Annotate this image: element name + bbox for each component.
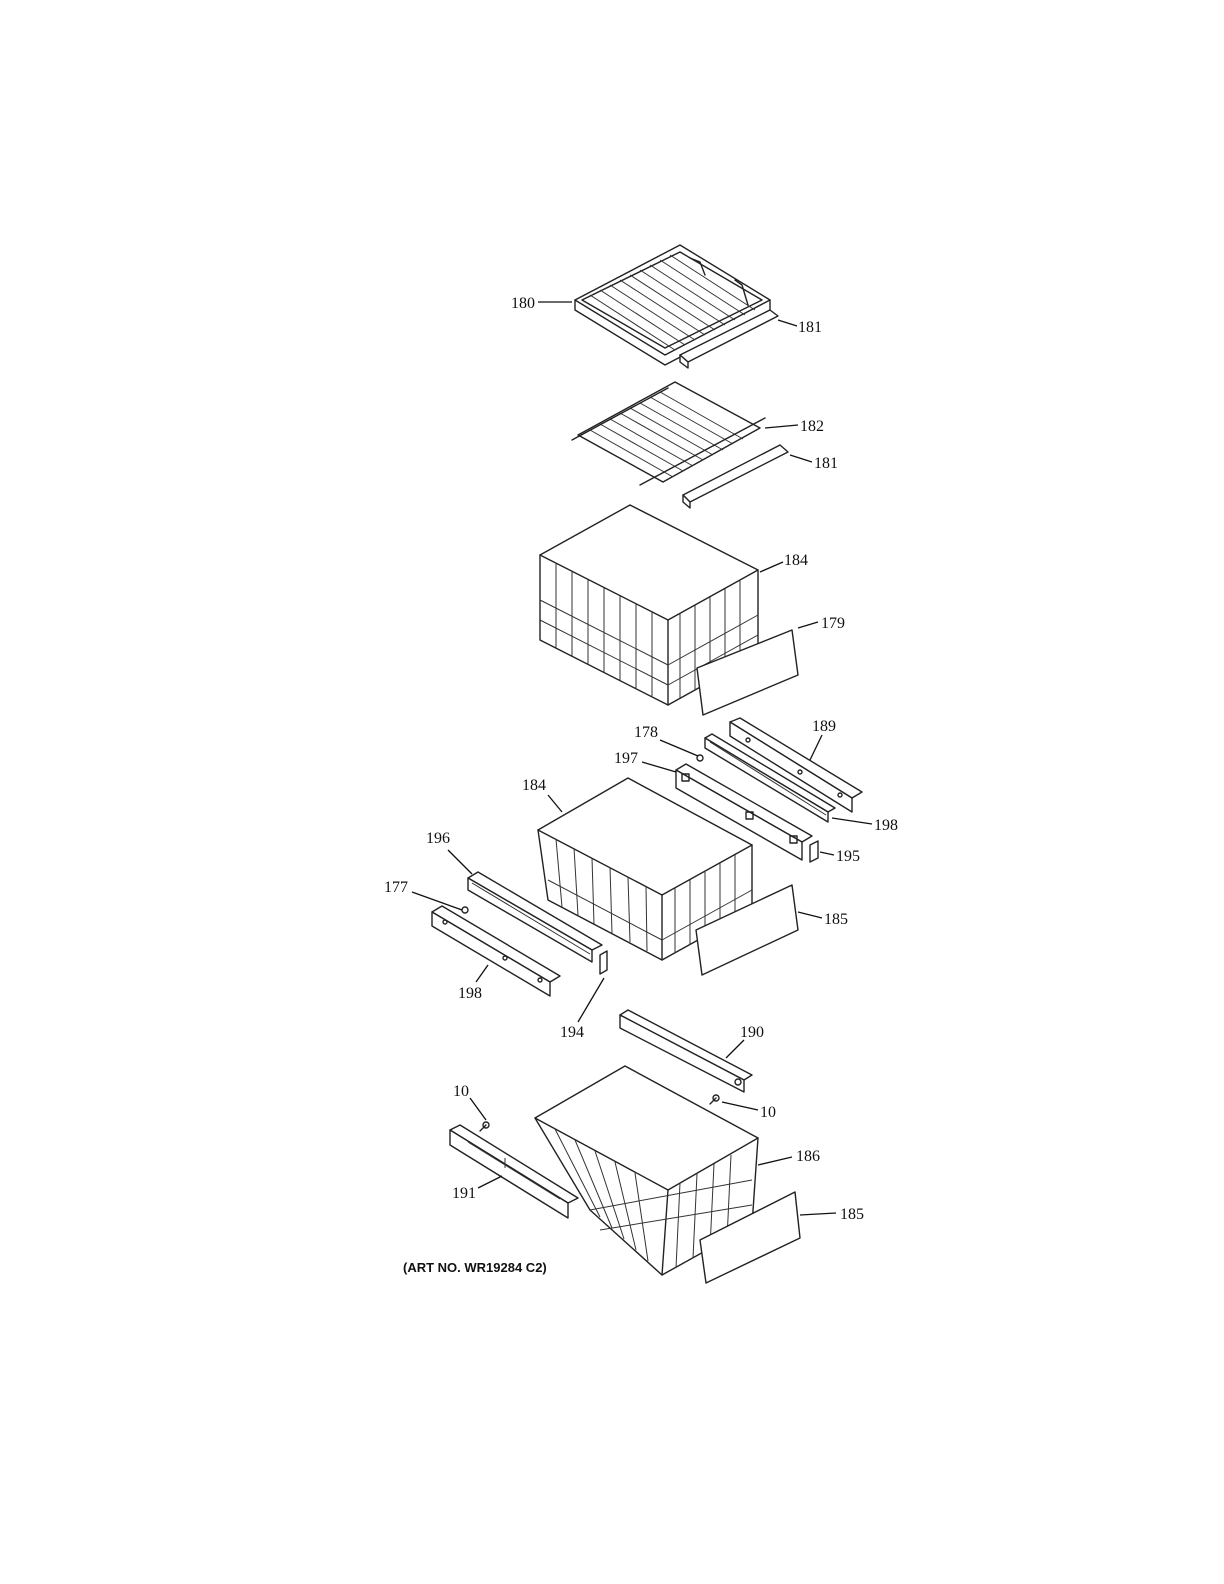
rail-assembly-upper — [676, 718, 862, 862]
callout-186: 186 — [796, 1148, 820, 1165]
callout-190: 190 — [740, 1024, 764, 1041]
rail-191 — [450, 1125, 578, 1218]
callout-195: 195 — [836, 848, 860, 865]
callout-labels: 180 181 182 181 184 179 178 189 197 184 … — [384, 295, 898, 1223]
art-number: (ART NO. WR19284 C2) — [403, 1260, 547, 1275]
callout-182: 182 — [800, 418, 824, 435]
callout-185-middle: 185 — [824, 911, 848, 928]
callout-198-right: 198 — [874, 817, 898, 834]
callout-181-second: 181 — [814, 455, 838, 472]
callout-196: 196 — [426, 830, 450, 847]
callout-189: 189 — [812, 718, 836, 735]
callout-10-right: 10 — [760, 1104, 776, 1121]
shelf-trim-181-second — [683, 445, 788, 508]
callout-10-left: 10 — [453, 1083, 469, 1100]
wire-shelf-180 — [575, 245, 770, 365]
callout-179: 179 — [821, 615, 845, 632]
rail-assembly-lower-left — [432, 872, 607, 996]
screw-10-left — [480, 1122, 489, 1131]
basket-front-179 — [697, 630, 798, 715]
callout-177: 177 — [384, 879, 408, 896]
basket-front-185-middle — [696, 885, 798, 975]
callout-178: 178 — [634, 724, 658, 741]
callout-197: 197 — [614, 750, 638, 767]
callout-180: 180 — [511, 295, 535, 312]
callout-184-middle: 184 — [522, 777, 546, 794]
callout-191: 191 — [452, 1185, 476, 1202]
callout-198-left: 198 — [458, 985, 482, 1002]
screw-10-right — [710, 1095, 719, 1104]
callout-185-bottom: 185 — [840, 1206, 864, 1223]
callout-194: 194 — [560, 1024, 584, 1041]
callout-184-upper: 184 — [784, 552, 808, 569]
callout-181-top: 181 — [798, 319, 822, 336]
